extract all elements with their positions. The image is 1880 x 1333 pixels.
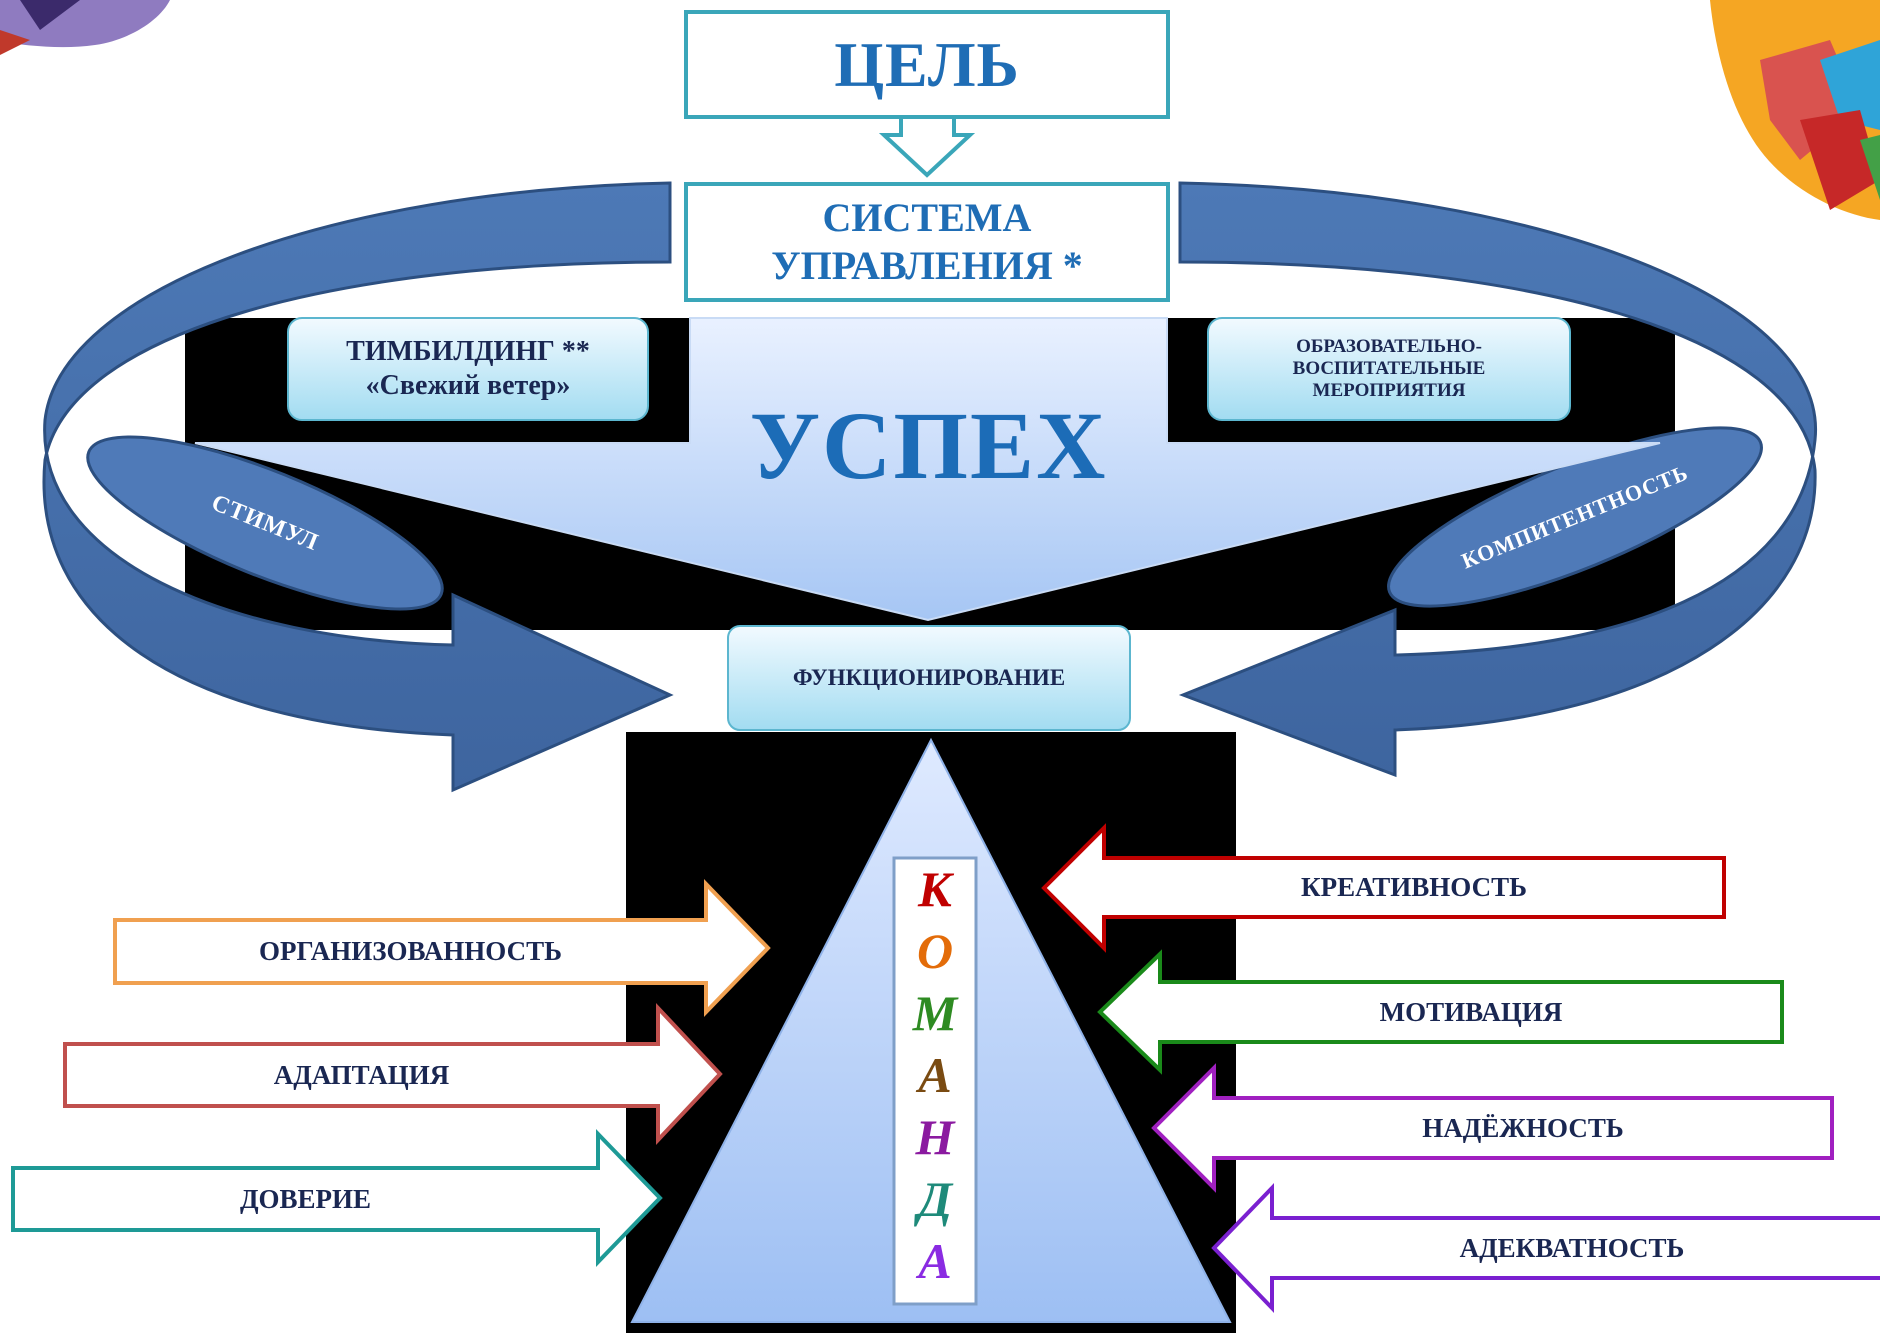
arrow-shape-creativity bbox=[1041, 823, 1726, 953]
teambuilding-label: ТИМБИЛДИНГ ** «Свежий ветер» bbox=[288, 318, 648, 420]
arrow-shape-adequacy bbox=[1211, 1183, 1880, 1313]
arrow-shape-organization bbox=[113, 879, 771, 1017]
team-letter: А bbox=[918, 1233, 952, 1289]
teambuilding-line1: ТИМБИЛДИНГ ** bbox=[346, 336, 590, 367]
arrow-shape-trust bbox=[11, 1129, 663, 1267]
cycle-arrow-right bbox=[1178, 181, 1817, 778]
team-letter: Н bbox=[915, 1109, 955, 1165]
teambuilding-box bbox=[287, 317, 649, 421]
arrow-label-reliability: НАДЁЖНОСТЬ bbox=[1422, 1112, 1624, 1143]
team-letter: М bbox=[912, 985, 958, 1041]
team-word: К О М А Н Д А bbox=[894, 858, 976, 1304]
stimulus-oval bbox=[86, 435, 444, 611]
team-letter: О bbox=[916, 923, 954, 979]
functioning-label: ФУНКЦИОНИРОВАНИЕ bbox=[792, 665, 1066, 690]
arrow-shape-adaptation bbox=[63, 1002, 723, 1146]
goal-frame bbox=[684, 10, 1170, 119]
education-box bbox=[1207, 317, 1571, 421]
system-label: СИСТЕМА УПРАВЛЕНИЯ * bbox=[686, 184, 1168, 300]
arrow-label-adequacy: АДЕКВАТНОСТЬ bbox=[1459, 1232, 1685, 1263]
success-arrow bbox=[194, 317, 1661, 622]
arrow-label-organization: ОРГАНИЗОВАННОСТЬ bbox=[259, 936, 562, 966]
arrow-shape-reliability bbox=[1151, 1063, 1834, 1193]
teambuilding-line2: «Свежий ветер» bbox=[365, 370, 571, 401]
education-line1: ОБРАЗОВАТЕЛЬНО- bbox=[1296, 336, 1482, 357]
system-label-line1: СИСТЕМА bbox=[822, 195, 1032, 240]
education-line3: МЕРОПРИЯТИЯ bbox=[1312, 380, 1466, 401]
goal-label: ЦЕЛЬ bbox=[834, 28, 1020, 100]
arrow-label-trust: ДОВЕРИЕ bbox=[239, 1183, 372, 1214]
logo-decoration bbox=[0, 0, 170, 55]
education-line2: ВОСПИТАТЕЛЬНЫЕ bbox=[1292, 358, 1486, 379]
arrow-shape-motivation bbox=[1097, 949, 1784, 1075]
goal-down-arrow bbox=[878, 115, 976, 178]
education-label: ОБРАЗОВАТЕЛЬНО- ВОСПИТАТЕЛЬНЫЕ МЕРОПРИЯТ… bbox=[1208, 318, 1570, 420]
arrow-label-adaptation: АДАПТАЦИЯ bbox=[273, 1059, 450, 1090]
puzzle-decoration bbox=[1710, 0, 1880, 220]
functioning-box bbox=[727, 625, 1131, 731]
team-letter: К bbox=[918, 861, 952, 917]
arrow-label-motivation: МОТИВАЦИЯ bbox=[1379, 996, 1563, 1027]
success-label: УСПЕХ bbox=[749, 391, 1108, 499]
arrow-label-creativity: КРЕАТИВНОСТЬ bbox=[1301, 872, 1527, 902]
system-label-line2: УПРАВЛЕНИЯ * bbox=[771, 243, 1083, 288]
team-letter: Д bbox=[917, 1171, 953, 1227]
team-letter: А bbox=[918, 1047, 952, 1103]
system-frame bbox=[684, 182, 1170, 302]
team-letter-frame bbox=[892, 856, 978, 1306]
cycle-arrow-left bbox=[42, 181, 674, 793]
